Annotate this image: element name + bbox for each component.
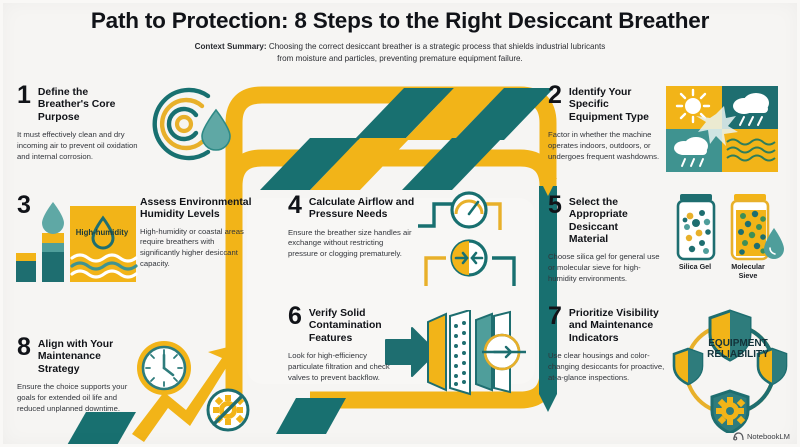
step-1-title: Define the Breather's Core Purpose <box>37 87 116 123</box>
filter-stack-icon <box>384 308 534 401</box>
step-7-body: Use clear housings and color-changing de… <box>548 350 665 382</box>
watermark: NotebookLM <box>733 432 790 441</box>
molecular-sieve-label: Molecular Sieve <box>731 262 765 281</box>
context-summary-text: Choosing the correct desiccant breather … <box>266 42 606 63</box>
step-8-body: Ensure the choice supports your goals fo… <box>17 381 128 413</box>
context-summary-label: Context Summary: <box>194 42 267 51</box>
silica-gel-label: Silica Gel <box>678 262 712 271</box>
step-1-body: It must effectively clean and dry incomi… <box>17 129 138 161</box>
step-6-title: Verify Solid Contamination Features <box>308 308 382 344</box>
step-3-body: High-humidity or coastal areas require b… <box>140 226 244 269</box>
step-5-title: Select the Appropriate Desiccant Materia… <box>568 197 628 245</box>
step-7: 7 Prioritize Visibility and Maintenance … <box>548 302 674 384</box>
step-5-body: Choose silica gel for general use or mol… <box>548 252 660 283</box>
step-6-heading: 6 Verify Solid Contamination Features <box>288 302 408 345</box>
step-2-body: Factor in whether the machine operates i… <box>548 129 660 161</box>
step-3-title: Assess Environmental Humidity Levels <box>140 197 252 221</box>
desiccant-jars-icon <box>668 192 786 271</box>
step-3-heading: Assess Environmental Humidity Levels <box>140 196 252 222</box>
notebooklm-logo-icon <box>733 432 744 441</box>
step-5-number: 5 <box>548 191 562 219</box>
step-2-title: Identify Your Specific Equipment Type <box>568 87 649 123</box>
pressure-gauge-icon <box>418 190 530 299</box>
equipment-reliability-label: EQUIPMENT RELIABILITY <box>707 338 769 361</box>
watermark-text: NotebookLM <box>746 432 790 441</box>
high-humidity-label: High-humidity <box>75 228 129 237</box>
step-1-heading: 1 Define the Breather's Core Purpose <box>17 81 142 124</box>
target-rings-droplet-icon <box>146 86 238 169</box>
step-6-number: 6 <box>288 302 302 330</box>
shield-ring-icon <box>664 305 796 438</box>
step-4-title: Calculate Airflow and Pressure Needs <box>308 197 415 221</box>
step-6: 6 Verify Solid Contamination Features Lo… <box>288 302 408 384</box>
step-4-heading: 4 Calculate Airflow and Pressure Needs <box>288 191 416 222</box>
step-8-title: Align with Your Maintenance Strategy <box>37 339 114 375</box>
step-3-number: 3 <box>17 191 31 219</box>
step-7-heading: 7 Prioritize Visibility and Maintenance … <box>548 302 674 345</box>
step-6-body: Look for high-efficiency particulate fil… <box>288 350 390 382</box>
step-8-heading: 8 Align with Your Maintenance Strategy <box>17 333 147 376</box>
step-8-number: 8 <box>17 333 31 361</box>
clock-growth-arrow-icon <box>130 330 276 447</box>
step-5-heading: 5 Select the Appropriate Desiccant Mater… <box>548 191 668 246</box>
step-1-number: 1 <box>17 81 31 109</box>
step-1: 1 Define the Breather's Core Purpose It … <box>17 81 142 163</box>
step-4-number: 4 <box>288 191 302 219</box>
step-2-number: 2 <box>548 81 562 109</box>
step-2-heading: 2 Identify Your Specific Equipment Type <box>548 81 672 124</box>
context-summary: Context Summary: Choosing the correct de… <box>190 41 610 64</box>
page-title: Path to Protection: 8 Steps to the Right… <box>90 8 710 33</box>
step-7-number: 7 <box>548 302 562 330</box>
step-5: 5 Select the Appropriate Desiccant Mater… <box>548 191 668 285</box>
step-8: 8 Align with Your Maintenance Strategy E… <box>17 333 147 415</box>
step-3: Assess Environmental Humidity Levels Hig… <box>140 196 252 270</box>
step-2: 2 Identify Your Specific Equipment Type … <box>548 81 672 163</box>
weather-quadrant-icon <box>666 86 778 177</box>
step-4: 4 Calculate Airflow and Pressure Needs E… <box>288 191 416 260</box>
humidity-bars-icon <box>14 196 138 287</box>
step-7-title: Prioritize Visibility and Maintenance In… <box>568 308 659 344</box>
step-4-body: Ensure the breather size handles air exc… <box>288 227 412 259</box>
